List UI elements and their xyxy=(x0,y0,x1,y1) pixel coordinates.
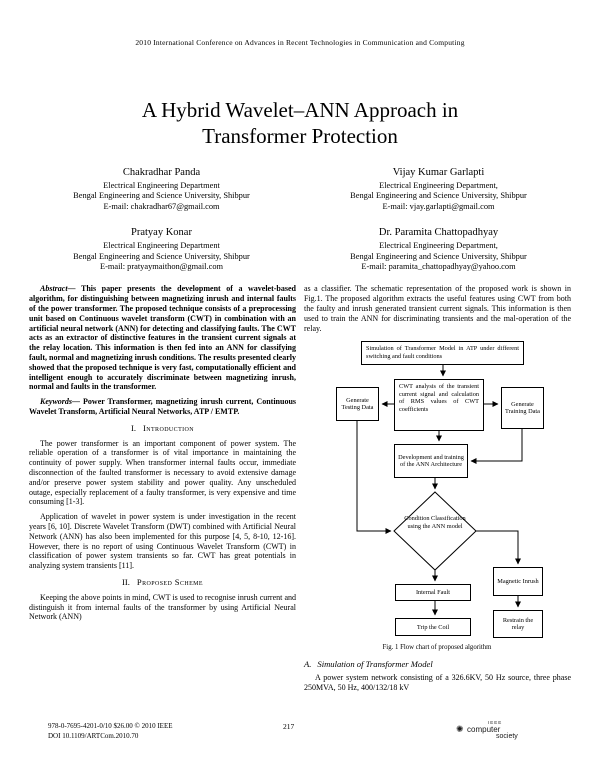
scheme-paragraph-continued: as a classifier. The schematic represent… xyxy=(304,284,571,333)
abstract-text: This paper presents the development of a… xyxy=(29,284,296,392)
author-block-paramita-chattopadhyay: Dr. Paramita Chattopadhyay Electrical En… xyxy=(305,227,572,272)
section-title: Introduction xyxy=(143,422,194,433)
simulation-paragraph-1: A power system network consisting of a 3… xyxy=(304,673,571,692)
section-title: Proposed Scheme xyxy=(136,576,203,587)
keywords-text: Power Transformer, magnetizing inrush cu… xyxy=(29,397,297,416)
author-department: Electrical Engineering Department, xyxy=(379,181,498,190)
flow-box-generate-training-data: Generate Training Data xyxy=(501,387,544,430)
figure-1-caption: Fig. 1 Flow chart of proposed algorithm xyxy=(382,644,492,652)
flow-box-restrain-the-relay: Restrain the relay xyxy=(493,610,543,639)
intro-paragraph-1: The power transformer is an important co… xyxy=(29,438,296,507)
author-block-chakradhar-panda: Chakradhar Panda Electrical Engineering … xyxy=(28,167,295,212)
two-column-body: Abstract— This paper presents the develo… xyxy=(29,284,571,697)
section-number: II. xyxy=(122,576,130,587)
flow-box-simulation: Simulation of Transformer Model in ATP u… xyxy=(361,341,524,366)
ieee-logo-text: IEEE xyxy=(488,720,503,725)
right-column: as a classifier. The schematic represent… xyxy=(304,284,571,697)
copyright-line: 978-0-7695-4201-0/10 $26.00 © 2010 IEEE xyxy=(48,722,173,730)
abstract-label: Abstract— xyxy=(40,284,76,294)
author-name: Dr. Paramita Chattopadhyay xyxy=(378,227,499,239)
doi-line: DOI 10.1109/ARTCom.2010.70 xyxy=(48,731,139,740)
flow-box-magnetic-inrush: Magnetic Inrush xyxy=(493,567,543,597)
author-block-grid: Chakradhar Panda Electrical Engineering … xyxy=(28,167,572,272)
flowchart-connectors xyxy=(356,365,523,616)
left-column: Abstract— This paper presents the develo… xyxy=(29,284,296,697)
author-email: E-mail: vjay.garlapti@gmail.com xyxy=(382,201,495,211)
flow-box-internal-fault: Internal Fault xyxy=(395,584,471,602)
flow-box-cwt-analysis: CWT analysis of the transient current si… xyxy=(394,379,484,432)
author-department: Electrical Engineering Department, xyxy=(379,241,498,251)
paper-title-line1: A Hybrid Wavelet–ANN Approach in xyxy=(141,98,459,122)
author-department: Electrical Engineering Department xyxy=(103,241,220,251)
keywords-label: Keywords— xyxy=(40,397,80,407)
conference-header: 2010 International Conference on Advance… xyxy=(135,38,465,47)
author-email: E-mail: paramita_chattopadhyay@yahoo.com xyxy=(361,262,516,272)
scheme-paragraph-1: Keeping the above points in mind, CWT is… xyxy=(29,592,296,622)
logo-word-society: society xyxy=(496,733,518,740)
subsection-heading-a: A. Simulation of Transformer Model xyxy=(304,659,571,670)
subsection-number: A. xyxy=(304,659,312,670)
footer-copyright: 978-0-7695-4201-0/10 $26.00 © 2010 IEEE … xyxy=(48,722,173,741)
author-university: Bengal Engineering and Science Universit… xyxy=(350,191,527,201)
keywords-paragraph: Keywords— Power Transformer, magnetizing… xyxy=(29,397,296,417)
condition-decision-diamond xyxy=(393,491,477,572)
flow-box-ann-development: Development and training of the ANN Arch… xyxy=(394,444,468,479)
paper-title: A Hybrid Wavelet–ANN Approach in Transfo… xyxy=(0,97,600,149)
author-block-pratyay-konar: Pratyay Konar Electrical Engineering Dep… xyxy=(28,227,295,272)
logo-word-computer: computer xyxy=(467,725,501,734)
intro-paragraph-2: Application of wavelet in power system i… xyxy=(29,512,296,571)
figure-1-flowchart: Simulation of Transformer Model in ATP u… xyxy=(316,338,556,639)
author-name: Chakradhar Panda xyxy=(122,167,201,178)
author-university: Bengal Engineering and Science Universit… xyxy=(73,191,250,201)
author-university: Bengal Engineering and Science Universit… xyxy=(73,251,250,261)
ieee-computer-society-logo: IEEE ✺ computer society xyxy=(456,720,548,746)
author-block-vijay-garlapti: Vijay Kumar Garlapti Electrical Engineer… xyxy=(305,167,572,212)
section-heading-proposed-scheme: II. Proposed Scheme xyxy=(29,576,296,588)
subsection-title: Simulation of Transformer Model xyxy=(317,659,433,670)
author-email: E-mail: pratyaymaithon@gmail.com xyxy=(99,262,224,272)
author-department: Electrical Engineering Department xyxy=(103,181,220,190)
author-university: Bengal Engineering and Science Universit… xyxy=(350,251,527,261)
page-number: 217 xyxy=(283,722,295,731)
author-email: E-mail: chakradhar67@gmail.com xyxy=(103,201,220,211)
section-heading-introduction: I. Introduction xyxy=(29,422,296,434)
paper-title-line2: Transformer Protection xyxy=(202,124,398,148)
gear-icon: ✺ xyxy=(456,724,464,734)
author-name: Pratyay Konar xyxy=(131,227,192,239)
flow-decision-condition-classification: Condition Classification using the ANN m… xyxy=(404,515,466,530)
flow-box-trip-the-coil: Trip the Coil xyxy=(395,618,471,637)
author-name: Vijay Kumar Garlapti xyxy=(392,167,485,178)
section-number: I. xyxy=(130,422,136,433)
flow-box-generate-testing-data: Generate Testing Data xyxy=(336,387,379,422)
abstract-paragraph: Abstract— This paper presents the develo… xyxy=(29,284,296,392)
